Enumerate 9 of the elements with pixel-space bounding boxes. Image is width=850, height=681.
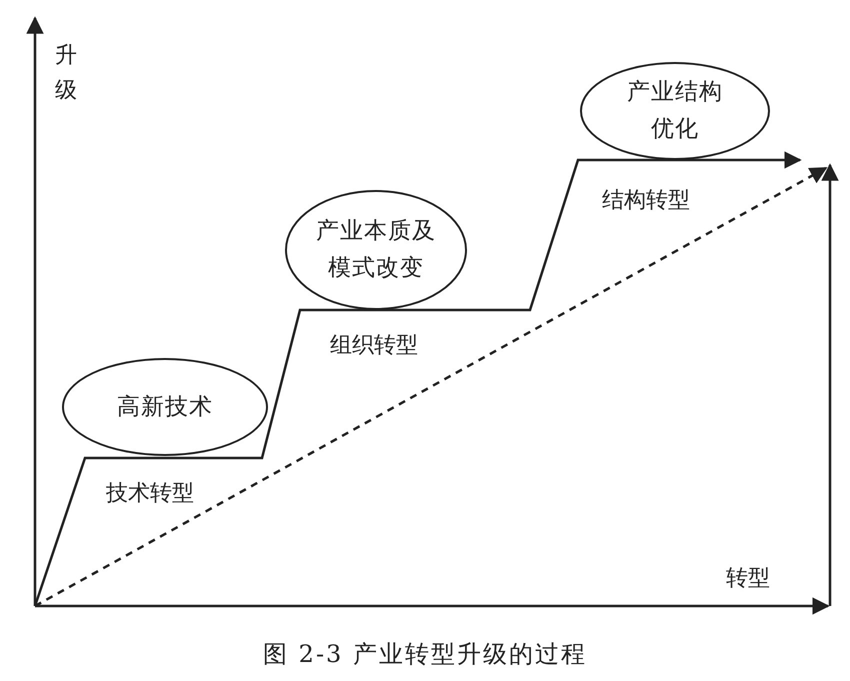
- node-label: 高新技术: [116, 392, 214, 422]
- node-label: 产业结构优化: [626, 78, 724, 144]
- step-label: 技术转型: [106, 480, 194, 508]
- caption: 图 2-3 产业转型升级的过程: [262, 639, 588, 670]
- step-label: 结构转型: [602, 187, 690, 215]
- axis-label: 升级: [55, 42, 77, 106]
- step-label: 组织转型: [330, 332, 418, 360]
- step-label: 转型: [726, 565, 770, 593]
- node-label: 产业本质及模式改变: [315, 217, 437, 283]
